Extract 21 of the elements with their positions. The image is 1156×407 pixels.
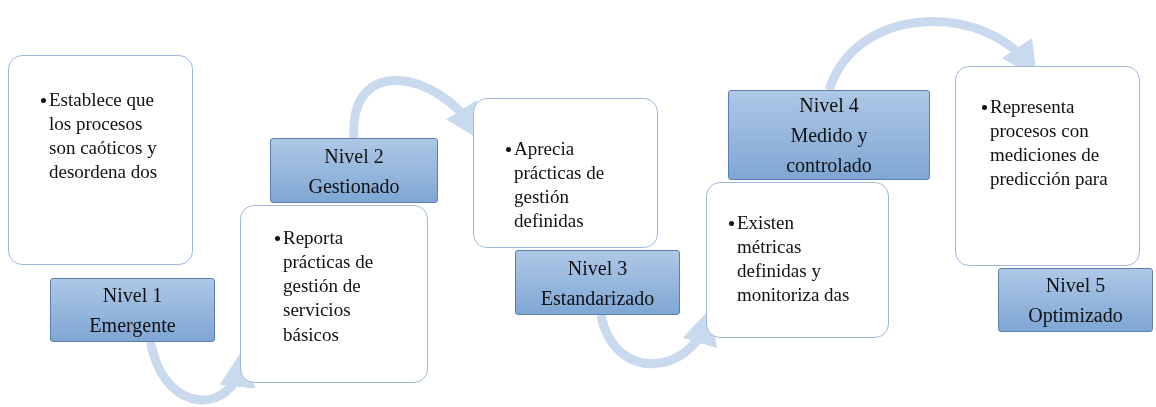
level-title: Nivel 3 Estandarizado [539, 255, 656, 311]
level-label-box [515, 250, 680, 315]
description-text: Representa procesos con mediciones de predicción para [990, 95, 1109, 192]
description-text: Aprecia prácticas de gestión definidas [514, 137, 606, 234]
level-label-box [998, 268, 1153, 332]
description-text: Reporta prácticas de gestión de servicios básicos [283, 226, 375, 347]
level-title: Nivel 4 Medido y controlado [785, 93, 873, 178]
description-box [706, 182, 889, 338]
description-box [240, 205, 428, 383]
description-box [8, 55, 193, 265]
description-box [473, 98, 658, 248]
description-text: Establece que los procesos son caóticos y desordena dos [49, 88, 159, 185]
description-box [955, 66, 1140, 266]
level-title: Nivel 2 Gestionado [307, 143, 401, 199]
level-label-box [50, 278, 215, 342]
level-label-box [270, 138, 438, 203]
level-title: Nivel 1 Emergente [88, 283, 177, 339]
level-label-box [728, 90, 930, 180]
curved-arrow [146, 340, 253, 405]
level-title: Nivel 5 Optimizado [1027, 273, 1124, 329]
description-text: Existen métricas definidas y monitoriza das [737, 211, 851, 308]
